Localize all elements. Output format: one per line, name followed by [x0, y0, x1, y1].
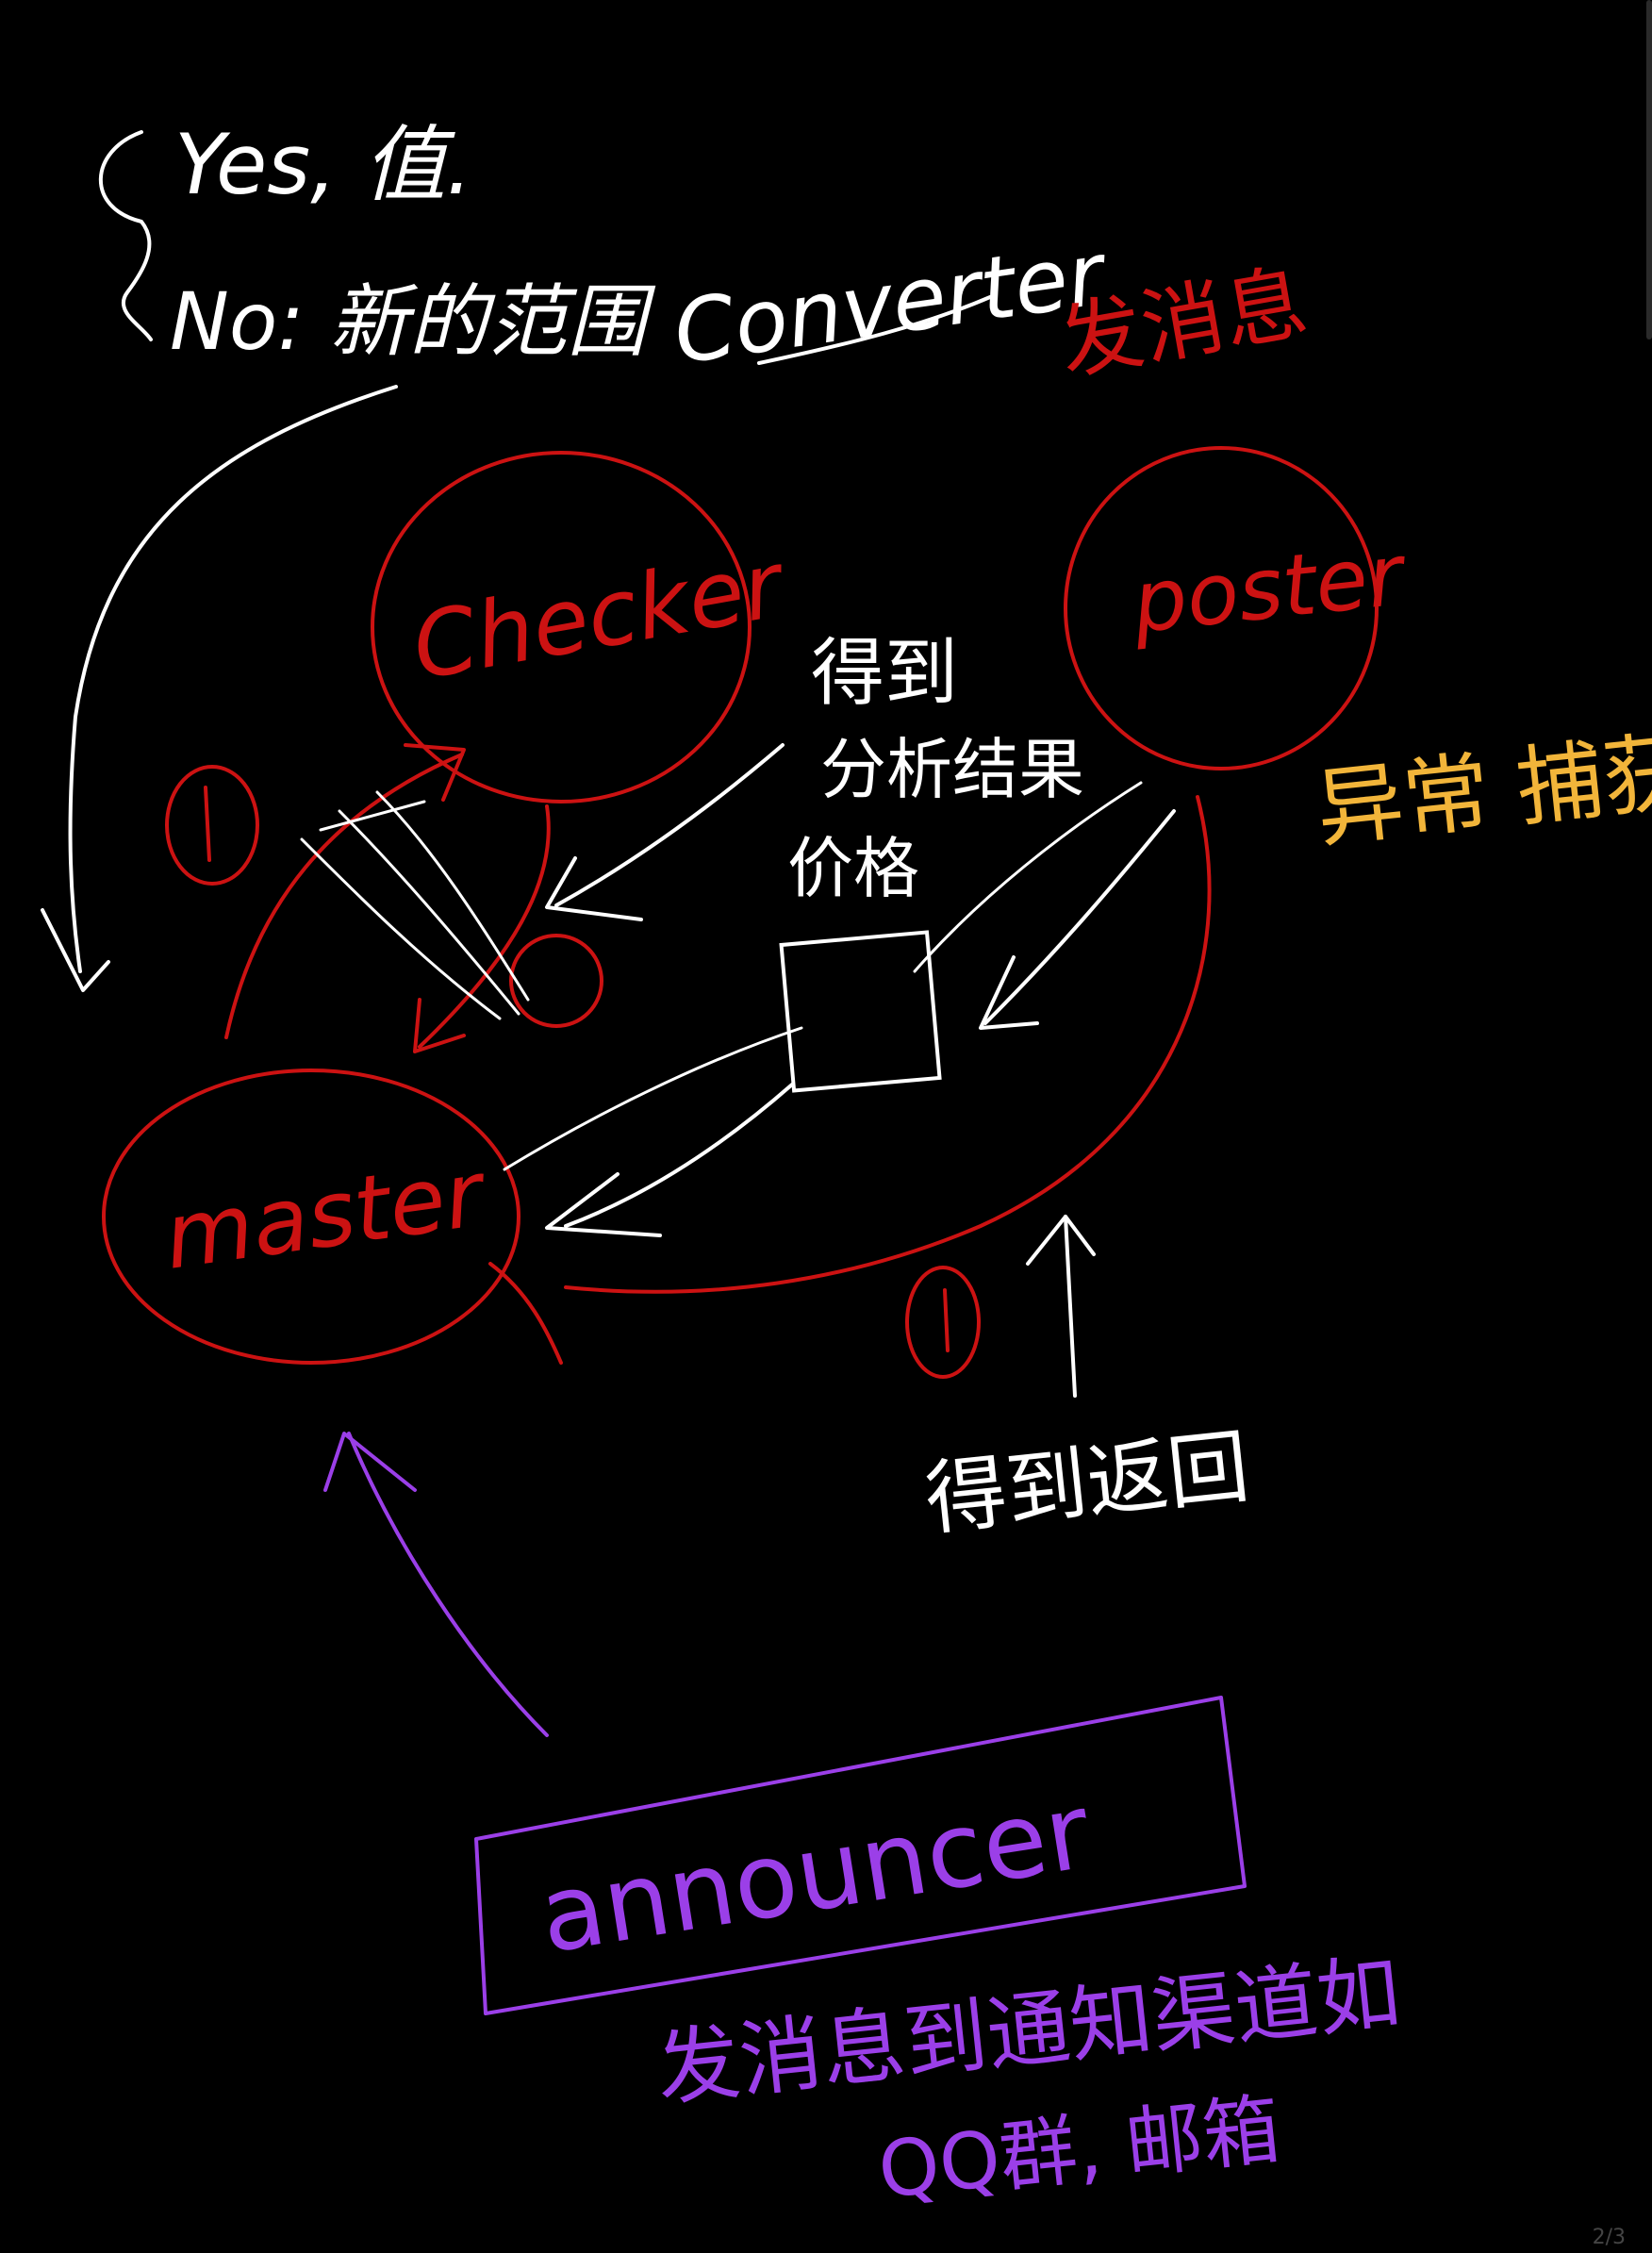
master-node: master: [102, 1069, 520, 1365]
announcer-arrow: [323, 1432, 549, 1737]
step-marker-bottom: [905, 1266, 981, 1379]
price-box: [779, 930, 942, 1093]
converter-label: Converter: [668, 223, 1115, 383]
analysis-note-line1: 得到: [811, 631, 958, 716]
analysis-note-line3: 价格: [787, 830, 919, 907]
arrow-poster-to-box: [913, 781, 1176, 1030]
exception-note-text: 异常 捕获: [1312, 721, 1652, 860]
loop-arrow: [41, 385, 398, 992]
arrow-master-box: [503, 1026, 803, 1237]
analysis-note: 得到 分析结果 价格: [787, 631, 1084, 907]
announcer-note-line1: 发消息到通知渠道如: [652, 1944, 1404, 2118]
announcer-note: 发消息到通知渠道如 QQ群, 邮箱: [652, 1944, 1404, 2216]
analysis-note-line2: 分析结果: [820, 731, 1084, 808]
scroll-indicator[interactable]: [1646, 0, 1652, 340]
checker-master-link: [224, 743, 603, 1053]
master-label: master: [158, 1140, 494, 1290]
poster-circle: [1064, 446, 1379, 770]
exception-note: 异常 捕获: [1312, 721, 1652, 860]
yes-note-text: Yes, 值.: [174, 116, 472, 213]
scribble-strokes: [300, 790, 530, 1020]
master-circle: [102, 1069, 520, 1365]
poster-label: poster: [1127, 525, 1412, 653]
converter-note: Converter: [668, 223, 1115, 383]
page-indicator: 2/3: [1592, 2226, 1626, 2249]
announcer-label: announcer: [532, 1770, 1099, 1976]
return-arrow: [1026, 1215, 1096, 1398]
announcer-box: [474, 1696, 1247, 2015]
step-marker-left: [165, 765, 259, 886]
yes-no-note: Yes, 值. No: 新的范围: [98, 116, 656, 368]
no-note-text: No: 新的范围: [170, 275, 656, 368]
poster-master-link: [488, 795, 1212, 1365]
poster-node: poster: [1064, 446, 1412, 770]
return-note: 得到返回: [921, 1419, 1254, 1547]
announcer-node: announcer: [474, 1696, 1247, 2015]
announcer-note-line2: QQ群, 邮箱: [874, 2085, 1284, 2216]
arrow-analysis-to-checker: [545, 743, 785, 921]
checker-circle: [371, 451, 752, 803]
checker-label: Checker: [405, 531, 795, 701]
